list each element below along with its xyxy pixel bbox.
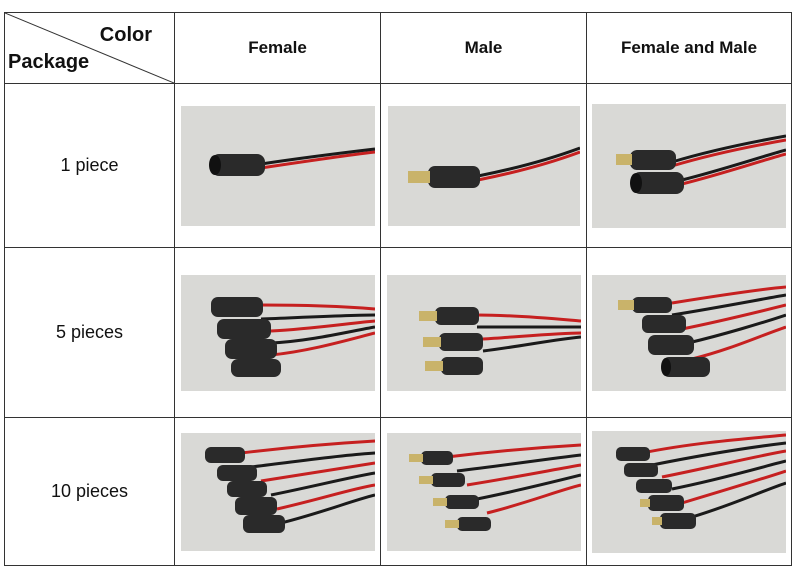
product-photo-female-and-male-1 — [592, 103, 786, 228]
column-header-female: Female — [174, 12, 381, 84]
product-photo-male-1 — [387, 105, 580, 226]
cell-female-10 — [174, 417, 381, 566]
header-row: Color Package Female Male Female and Mal… — [4, 12, 792, 84]
corner-label-color: Color — [99, 24, 152, 46]
cell-male-1 — [380, 83, 587, 248]
product-photo-male-5 — [386, 274, 581, 391]
cell-female-5 — [174, 247, 381, 418]
product-photo-male-10 — [386, 432, 581, 551]
table-row: 10 pieces — [4, 417, 792, 566]
corner-cell: Color Package — [4, 12, 175, 84]
table-row: 5 pieces — [4, 247, 792, 418]
product-photo-female-and-male-5 — [592, 274, 786, 391]
column-header-male: Male — [380, 12, 587, 84]
table-row: 1 piece — [4, 83, 792, 248]
product-photo-female-1 — [180, 105, 375, 226]
product-photo-female-and-male-10 — [592, 430, 786, 553]
cell-male-10 — [380, 417, 587, 566]
cell-male-5 — [380, 247, 587, 418]
product-photo-female-10 — [180, 432, 375, 551]
product-variant-table: Color Package Female Male Female and Mal… — [4, 12, 792, 566]
product-photo-female-5 — [180, 274, 375, 391]
corner-label-package: Package — [8, 51, 90, 73]
row-label-10-pieces: 10 pieces — [4, 417, 175, 566]
cell-female-and-male-10 — [586, 417, 792, 566]
column-header-female-and-male: Female and Male — [586, 12, 792, 84]
diagonal-divider — [5, 13, 174, 83]
row-label-1-piece: 1 piece — [4, 83, 175, 248]
cell-female-and-male-1 — [586, 83, 792, 248]
cell-female-and-male-5 — [586, 247, 792, 418]
row-label-5-pieces: 5 pieces — [4, 247, 175, 418]
cell-female-1 — [174, 83, 381, 248]
